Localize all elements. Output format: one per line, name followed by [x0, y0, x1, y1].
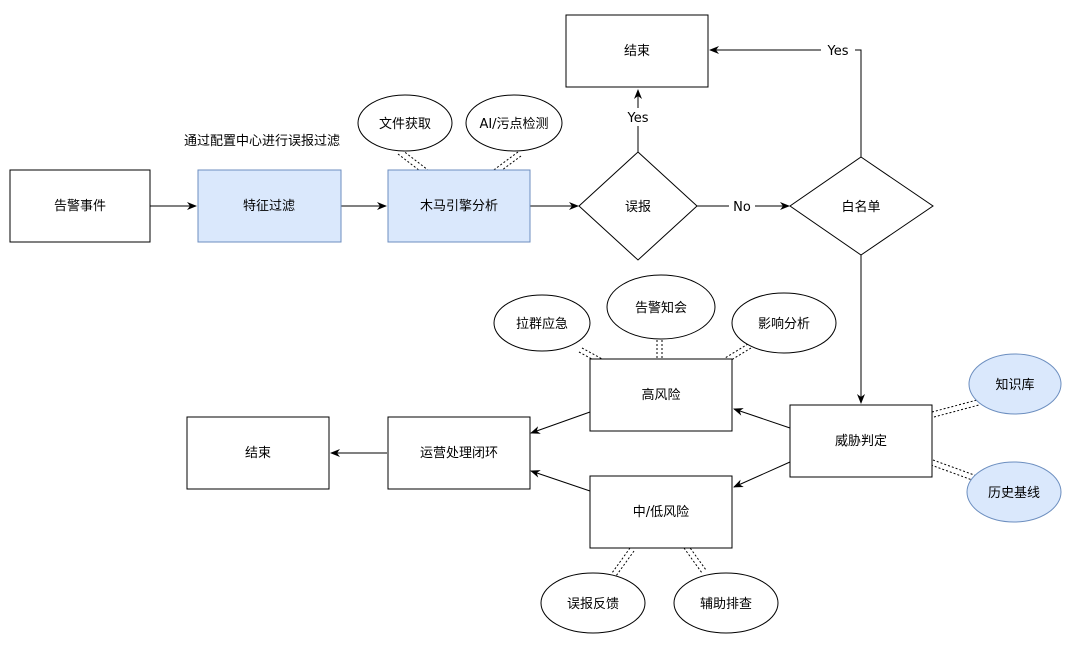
node-feature-filter-box [197, 169, 342, 243]
ellipse-file-fetch[interactable]: 文件获取 [357, 94, 453, 152]
ellipse-impact-analysis[interactable]: 影响分析 [731, 292, 837, 354]
node-mid-low-risk[interactable]: 中/低风险 [589, 475, 733, 549]
node-trojan-engine[interactable]: 木马引擎分析 [387, 169, 531, 243]
node-alert-event-label: 告警事件 [54, 198, 106, 214]
decision-whitelist-label: 白名单 [841, 199, 880, 215]
ellipse-history-baseline-label: 历史基线 [988, 486, 1040, 501]
connectors [150, 46, 865, 492]
ellipse-ai-taint[interactable]: AI/污点检测 [465, 94, 563, 152]
filter-annotation: 通过配置中心进行误报过滤 [184, 134, 340, 149]
node-feature-filter[interactable]: 特征过滤 [197, 169, 342, 243]
edge-high-to-ops [530, 411, 591, 434]
ellipse-knowledge-base-label: 知识库 [995, 377, 1034, 393]
edge-midlow-to-ops [530, 470, 591, 492]
node-ops-loop[interactable]: 运营处理闭环 [387, 416, 531, 490]
node-mid-low-risk-label: 中/低风险 [633, 505, 689, 520]
ellipse-assist-investigation-label: 辅助排查 [700, 597, 752, 612]
edge-label-fp-yes: Yes [627, 111, 649, 126]
node-end-left[interactable]: 结束 [186, 416, 330, 490]
node-threat-judge-label: 威胁判定 [835, 434, 887, 449]
ellipse-knowledge-base-shape [968, 353, 1062, 415]
ellipse-group-emergency[interactable]: 拉群应急 [493, 294, 591, 352]
node-trojan-engine-label: 木马引擎分析 [420, 199, 498, 214]
decision-whitelist[interactable]: 白名单 [789, 156, 934, 256]
ellipse-impact-analysis-label: 影响分析 [758, 316, 810, 332]
ellipse-fp-feedback-label: 误报反馈 [567, 597, 619, 612]
ellipse-alert-notify[interactable]: 告警知会 [606, 274, 716, 340]
decision-false-positive[interactable]: 误报 [578, 151, 698, 261]
ellipse-history-baseline[interactable]: 历史基线 [966, 461, 1062, 523]
node-end-left-label: 结束 [245, 446, 271, 461]
edge-threat-to-midlow [733, 461, 791, 488]
node-high-risk[interactable]: 高风险 [589, 358, 733, 432]
node-high-risk-label: 高风险 [641, 387, 680, 403]
edge-label-whitelist-yes: Yes [827, 44, 849, 59]
node-feature-filter-label: 特征过滤 [243, 199, 295, 214]
ellipse-assist-investigation[interactable]: 辅助排查 [673, 572, 779, 634]
ellipse-knowledge-base[interactable]: 知识库 [968, 353, 1062, 415]
ellipse-group-emergency-label: 拉群应急 [516, 316, 568, 332]
node-trojan-engine-box [387, 169, 531, 243]
node-threat-judge[interactable]: 威胁判定 [789, 404, 933, 478]
edge-threat-to-high [733, 408, 791, 429]
ellipse-alert-notify-label: 告警知会 [635, 300, 687, 316]
node-end-top-label: 结束 [624, 44, 650, 59]
node-end-top[interactable]: 结束 [565, 14, 709, 88]
node-ops-loop-label: 运营处理闭环 [420, 446, 498, 461]
decision-false-positive-label: 误报 [625, 200, 651, 215]
ellipse-fp-feedback[interactable]: 误报反馈 [540, 572, 646, 634]
edge-label-fp-no: No [733, 200, 751, 215]
ellipse-history-baseline-shape [966, 461, 1062, 523]
ellipse-file-fetch-label: 文件获取 [379, 117, 431, 132]
ellipse-ai-taint-label: AI/污点检测 [479, 117, 548, 132]
edge-whitelist-yes-to-end [709, 46, 862, 157]
node-alert-event[interactable]: 告警事件 [9, 169, 151, 243]
